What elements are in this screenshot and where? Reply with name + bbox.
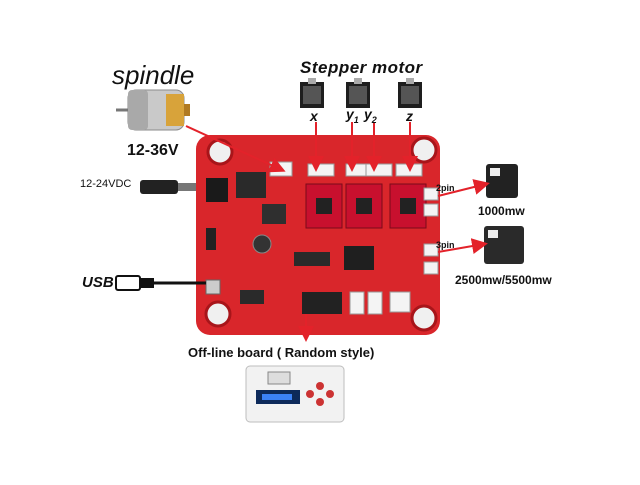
pin3-label: 3pin: [436, 240, 455, 250]
control-board: [196, 135, 440, 335]
spindle-motor-icon: [116, 89, 190, 131]
usb-cable-icon: [115, 275, 206, 291]
stepper-motor-icon: [300, 78, 324, 108]
dc-input-label: 12-24VDC: [80, 178, 132, 190]
spindle-voltage-label: 12-36V: [127, 142, 179, 159]
axis-y1-label: y1: [346, 106, 359, 125]
connection-arrows: [185, 122, 490, 342]
axis-y2-label: y2: [364, 106, 377, 125]
offline-controller-icon: [245, 365, 345, 423]
spindle-label: spindle: [112, 60, 195, 90]
usb-label: USB: [82, 274, 114, 291]
dc-jack-icon: [140, 180, 196, 194]
stepper-motor-icon: [398, 78, 422, 108]
laser-module-icon: [486, 164, 518, 198]
stepper-motor-label: Stepper motor: [300, 58, 423, 77]
laser-large-label: 2500mw/5500mw: [455, 273, 552, 287]
offline-board-label: Off-line board ( Random style): [188, 345, 375, 360]
laser-module-icon: [484, 226, 524, 264]
laser-small-label: 1000mw: [478, 204, 525, 218]
axis-x-label: x: [310, 108, 318, 124]
stepper-motor-icon: [346, 78, 370, 108]
axis-z-label: z: [406, 108, 413, 124]
pin2-label: 2pin: [436, 183, 455, 193]
